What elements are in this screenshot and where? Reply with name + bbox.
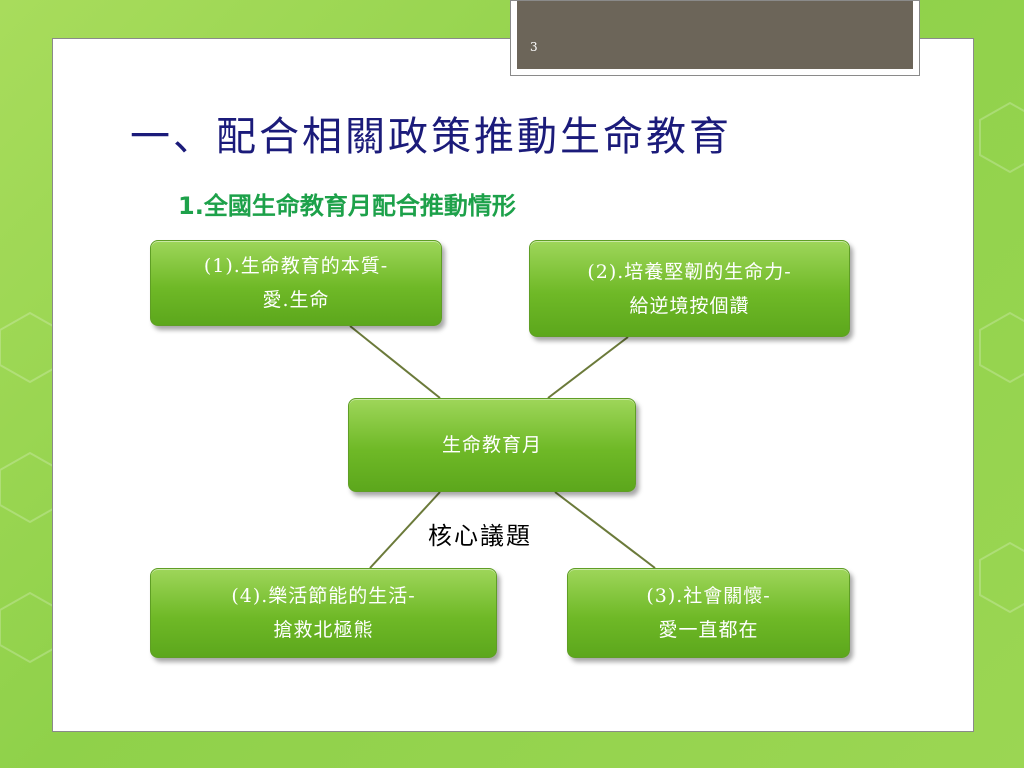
node-3-line2: 愛一直都在 xyxy=(658,619,759,641)
header-tab xyxy=(510,0,920,76)
node-4: (4).樂活節能的生活- 搶救北極熊 xyxy=(150,568,497,658)
connector-node-3 xyxy=(554,491,656,569)
node-2-line1: (2).培養堅韌的生命力- xyxy=(587,260,792,283)
node-2-line2: 給逆境按個讚 xyxy=(629,294,750,317)
center-node: 生命教育月 xyxy=(348,398,636,492)
node-3-line1: (3).社會關懷- xyxy=(646,585,771,607)
slide-subtitle: 1.全國生命教育月配合推動情形 xyxy=(178,192,516,220)
connector-node-2 xyxy=(547,336,629,399)
node-3: (3).社會關懷- 愛一直都在 xyxy=(567,568,850,658)
connector-label: 核心議題 xyxy=(428,522,532,550)
node-2: (2).培養堅韌的生命力- 給逆境按個讚 xyxy=(529,240,850,337)
node-1: (1).生命教育的本質- 愛.生命 xyxy=(150,240,442,326)
center-node-label: 生命教育月 xyxy=(441,434,542,456)
node-1-line1: (1).生命教育的本質- xyxy=(203,255,389,277)
connector-node-4 xyxy=(369,491,441,569)
node-1-line2: 愛.生命 xyxy=(262,289,330,311)
node-4-line2: 搶救北極熊 xyxy=(273,619,374,641)
slide-title: 一、配合相關政策推動生命教育 xyxy=(130,114,732,160)
header-tab-fill xyxy=(517,1,913,69)
node-4-line1: (4).樂活節能的生活- xyxy=(231,585,416,607)
connector-node-1 xyxy=(349,325,441,399)
page-number: 3 xyxy=(530,40,538,54)
